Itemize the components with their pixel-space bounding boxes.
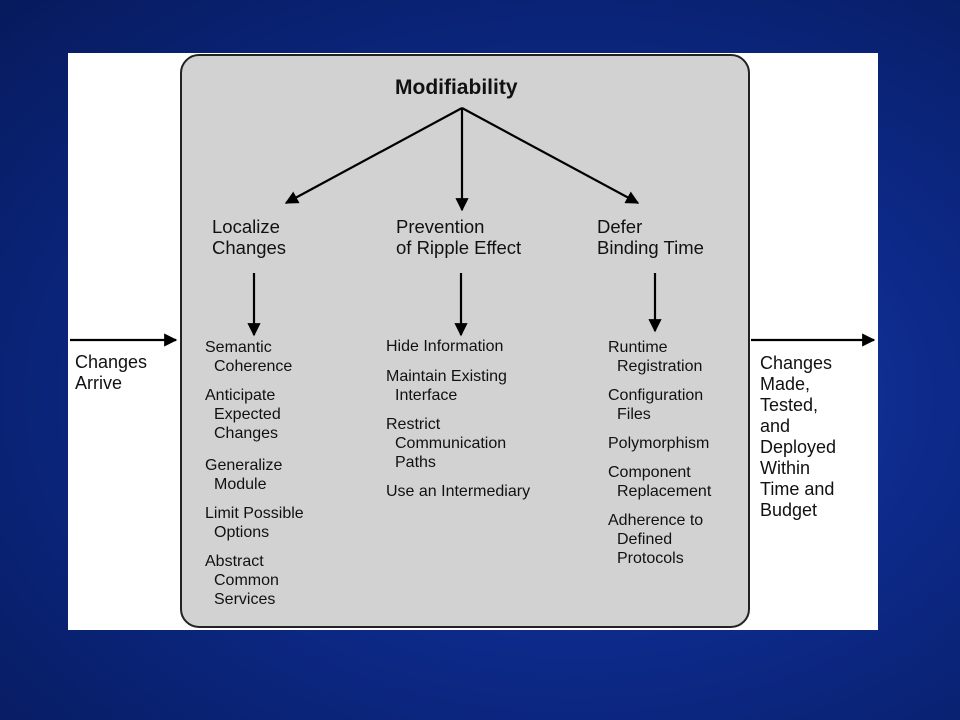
arrow-to-localize <box>284 107 463 204</box>
category-defer-heading: Defer Binding Time <box>597 216 704 258</box>
tactic-item: Use an Intermediary <box>386 483 531 500</box>
category-prevention-heading: Prevention of Ripple Effect <box>396 216 522 258</box>
slide-panel: Modifiability Changes Arrive Changes Mad… <box>68 53 878 630</box>
tactics-box <box>180 54 750 628</box>
input-label: Changes Arrive <box>75 352 148 393</box>
diagram-title: Modifiability <box>395 76 518 99</box>
tactic-item: Polymorphism <box>608 435 710 452</box>
arrow-to-defer <box>461 107 640 204</box>
output-label: Changes Made, Tested, and Deployed Withi… <box>760 353 837 520</box>
tactic-item: Hide Information <box>386 338 504 355</box>
category-localize-heading: Localize Changes <box>212 216 287 258</box>
diagram-canvas <box>70 54 876 628</box>
